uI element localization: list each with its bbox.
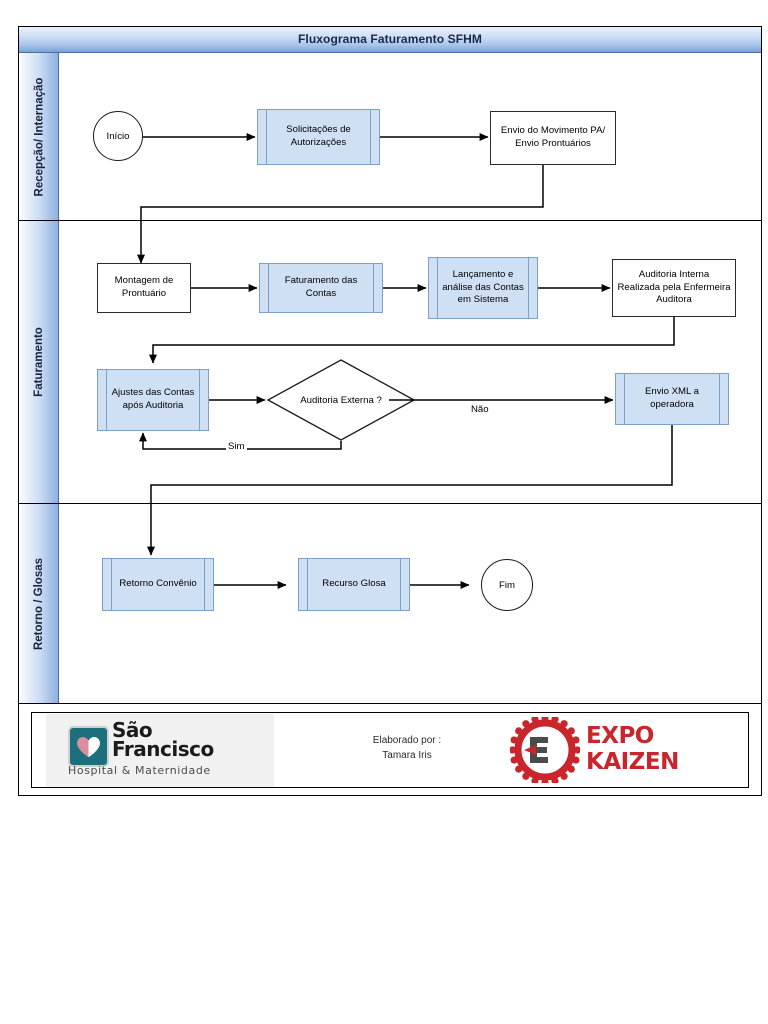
node-lancamento-analise-label: Lançamento e análise das Contas em Siste…: [442, 269, 524, 306]
heart-icon: [77, 736, 100, 757]
expo-kaizen-logo: EXPO KAIZEN: [510, 717, 742, 783]
diagram-footer: São Francisco Hospital & Maternidade Ela…: [19, 704, 761, 795]
node-recurso-glosa-label: Recurso Glosa: [322, 578, 386, 590]
node-envio-xml[interactable]: Envio XML a operadora: [615, 373, 729, 425]
swimlane-label-2-text: Faturamento: [33, 327, 45, 397]
node-retorno-convenio-label: Retorno Convênio: [119, 578, 197, 590]
node-decisao-label: Auditoria Externa ?: [300, 394, 382, 406]
flowchart-diagram: Fluxograma Faturamento SFHM Recepção/ In…: [18, 26, 762, 796]
swimlane-header-strip-3: [19, 504, 59, 703]
node-solicitacoes-autorizacoes-label: Solicitações de Autorizações: [286, 124, 351, 148]
page-title: Fluxograma Faturamento SFHM: [297, 32, 483, 46]
hospital-name-line1: São: [112, 717, 153, 742]
node-decisao-auditoria-externa[interactable]: Auditoria Externa ?: [266, 359, 416, 441]
swimlane-label-3: Retorno / Glosas: [19, 504, 59, 703]
hospital-name: São Francisco: [112, 717, 214, 761]
swimlane-body-2: Montagem de Prontuário Faturamento das C…: [59, 221, 761, 503]
credit-line-2: Tamara Iris: [382, 750, 432, 761]
node-ajustes-contas-label: Ajustes das Contas após Auditoria: [111, 387, 195, 411]
expo-line-1: EXPO: [586, 723, 654, 749]
diagram-title-bar: Fluxograma Faturamento SFHM: [19, 27, 761, 53]
node-auditoria-interna-label: Auditoria Interna Realizada pela Enferme…: [617, 269, 731, 306]
footer-panel: São Francisco Hospital & Maternidade Ela…: [31, 712, 749, 788]
credit-line-1: Elaborado por :: [372, 735, 442, 746]
swimlane-header-strip-2: [19, 221, 59, 503]
sao-francisco-logo: São Francisco Hospital & Maternidade: [46, 714, 274, 787]
node-envio-xml-label: Envio XML a operadora: [644, 386, 700, 410]
node-fim[interactable]: Fim: [481, 559, 533, 611]
edge-label-nao: Não: [469, 404, 491, 415]
node-faturamento-contas-label: Faturamento das Contas: [284, 275, 358, 299]
swimlane-recepcao-internacao: Recepção/ Internação Início Solicitações…: [19, 53, 761, 221]
node-recurso-glosa[interactable]: Recurso Glosa: [298, 558, 410, 611]
gear-icon: [510, 717, 580, 783]
node-auditoria-interna[interactable]: Auditoria Interna Realizada pela Enferme…: [612, 259, 736, 317]
node-faturamento-contas[interactable]: Faturamento das Contas: [259, 263, 383, 313]
swimlane-faturamento: Faturamento Montagem de Prontuário Fatur…: [19, 221, 761, 504]
credit-block: Elaborado por : Tamara Iris: [332, 733, 482, 763]
hospital-name-line2: Francisco: [112, 736, 214, 761]
swimlane-body-3: Retorno Convênio Recurso Glosa Fim: [59, 504, 761, 703]
node-fim-label: Fim: [499, 579, 515, 591]
edge-label-sim: Sim: [226, 441, 247, 452]
node-lancamento-analise[interactable]: Lançamento e análise das Contas em Siste…: [428, 257, 538, 319]
node-solicitacoes-autorizacoes[interactable]: Solicitações de Autorizações: [257, 109, 380, 165]
swimlane-retorno-glosas: Retorno / Glosas Retorno Convênio Recurs…: [19, 504, 761, 704]
swimlane-label-3-text: Retorno / Glosas: [33, 557, 45, 650]
node-retorno-convenio[interactable]: Retorno Convênio: [102, 558, 214, 611]
node-montagem-prontuario-label: Montagem de Prontuário: [114, 275, 174, 299]
node-envio-movimento[interactable]: Envio do Movimento PA/ Envio Prontuários: [490, 111, 616, 165]
node-ajustes-contas[interactable]: Ajustes das Contas após Auditoria: [97, 369, 209, 431]
hospital-tagline: Hospital & Maternidade: [68, 763, 211, 777]
swimlane-label-2: Faturamento: [19, 221, 59, 503]
node-envio-movimento-label: Envio do Movimento PA/ Envio Prontuários: [500, 125, 606, 149]
swimlane-body-1: Início Solicitações de Autorizações Envi…: [59, 53, 761, 220]
heart-icon-box: [68, 725, 109, 767]
node-inicio[interactable]: Início: [93, 111, 143, 161]
swimlane-label-1: Recepção/ Internação: [19, 53, 59, 220]
node-inicio-label: Início: [106, 130, 130, 142]
node-montagem-prontuario[interactable]: Montagem de Prontuário: [97, 263, 191, 313]
swimlane-header-strip-1: [19, 53, 59, 220]
node-decisao-label-wrap: Auditoria Externa ?: [267, 359, 415, 441]
expo-line-2: KAIZEN: [586, 749, 679, 775]
swimlane-label-1-text: Recepção/ Internação: [33, 77, 46, 196]
expo-kaizen-wordmark: EXPO KAIZEN: [586, 723, 679, 775]
